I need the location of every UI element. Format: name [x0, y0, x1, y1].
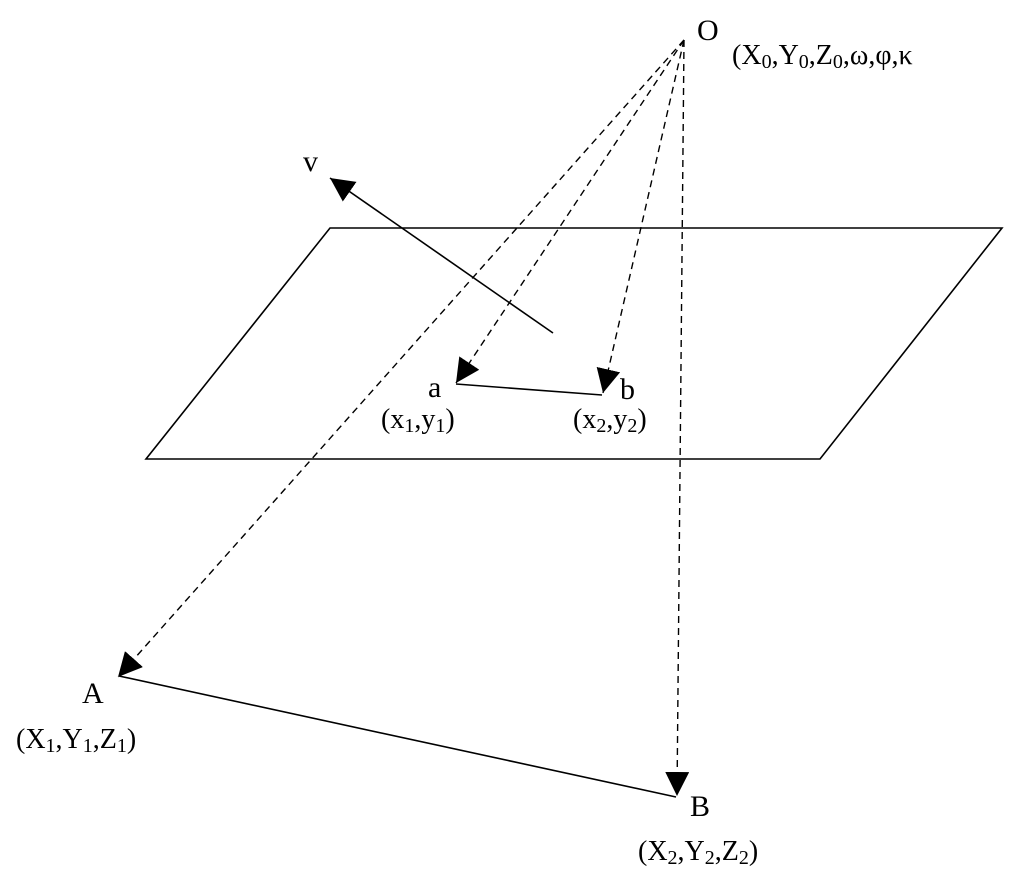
label-v: v	[303, 145, 318, 178]
label-b-close: )	[637, 404, 646, 435]
label-A-coords: (X1,Y1,Z1)	[16, 724, 136, 757]
segment-a-b	[455, 383, 603, 396]
label-B-X: (X	[638, 836, 668, 867]
label-B: B	[690, 790, 710, 823]
label-A-Y-sub: 1	[83, 735, 93, 757]
image-plane	[144, 227, 1004, 460]
label-A-Z-sub: 1	[117, 735, 127, 757]
label-O-params-open: (	[732, 40, 741, 71]
label-B-Z-sub: 2	[739, 847, 749, 869]
label-a-x: (x	[381, 404, 404, 435]
label-A-X-sub: 1	[46, 735, 56, 757]
ray-O-to-b	[596, 39, 685, 394]
segment-A-B	[118, 675, 677, 798]
label-a-y-sub: 1	[435, 415, 445, 437]
label-a: a	[428, 371, 441, 404]
label-O-Z: ,Z	[809, 40, 833, 71]
label-O-X: X	[741, 40, 761, 71]
label-A-Z: ,Z	[93, 724, 117, 755]
label-B-X-sub: 2	[668, 847, 678, 869]
projection-rays	[117, 39, 690, 797]
vector-v	[329, 177, 554, 334]
label-B-Z: ,Z	[715, 836, 739, 867]
label-A-Y: ,Y	[56, 724, 83, 755]
label-a-y: ,y	[414, 404, 435, 435]
label-B-close: )	[749, 836, 758, 867]
label-b-x-sub: 2	[596, 415, 606, 437]
label-b-coords: (x2,y2)	[573, 404, 647, 437]
label-O-angles: ,ω,φ,κ	[843, 40, 913, 71]
label-A-X: (X	[16, 724, 46, 755]
label-a-x-sub: 1	[404, 415, 414, 437]
label-O-Y-sub: 0	[799, 51, 809, 73]
ray-O-to-a	[455, 39, 685, 384]
ray-O-to-A	[117, 39, 685, 678]
label-A: A	[82, 677, 104, 710]
label-b-x: (x	[573, 404, 596, 435]
label-O-X-sub: 0	[762, 51, 772, 73]
ray-O-to-B	[665, 39, 690, 797]
label-A-close: )	[127, 724, 136, 755]
label-B-coords: (X2,Y2,Z2)	[638, 836, 758, 869]
label-b: b	[620, 373, 635, 406]
label-a-close: )	[445, 404, 454, 435]
label-O: O	[697, 14, 719, 47]
label-B-Y: ,Y	[678, 836, 705, 867]
label-B-Y-sub: 2	[705, 847, 715, 869]
label-a-coords: (x1,y1)	[381, 404, 455, 437]
label-O-Y: ,Y	[772, 40, 799, 71]
label-O-Z-sub: 0	[833, 51, 843, 73]
label-b-y-sub: 2	[627, 415, 637, 437]
label-O-params: (X0,Y0,Z0,ω,φ,κ	[732, 40, 913, 73]
label-b-y: ,y	[606, 404, 627, 435]
